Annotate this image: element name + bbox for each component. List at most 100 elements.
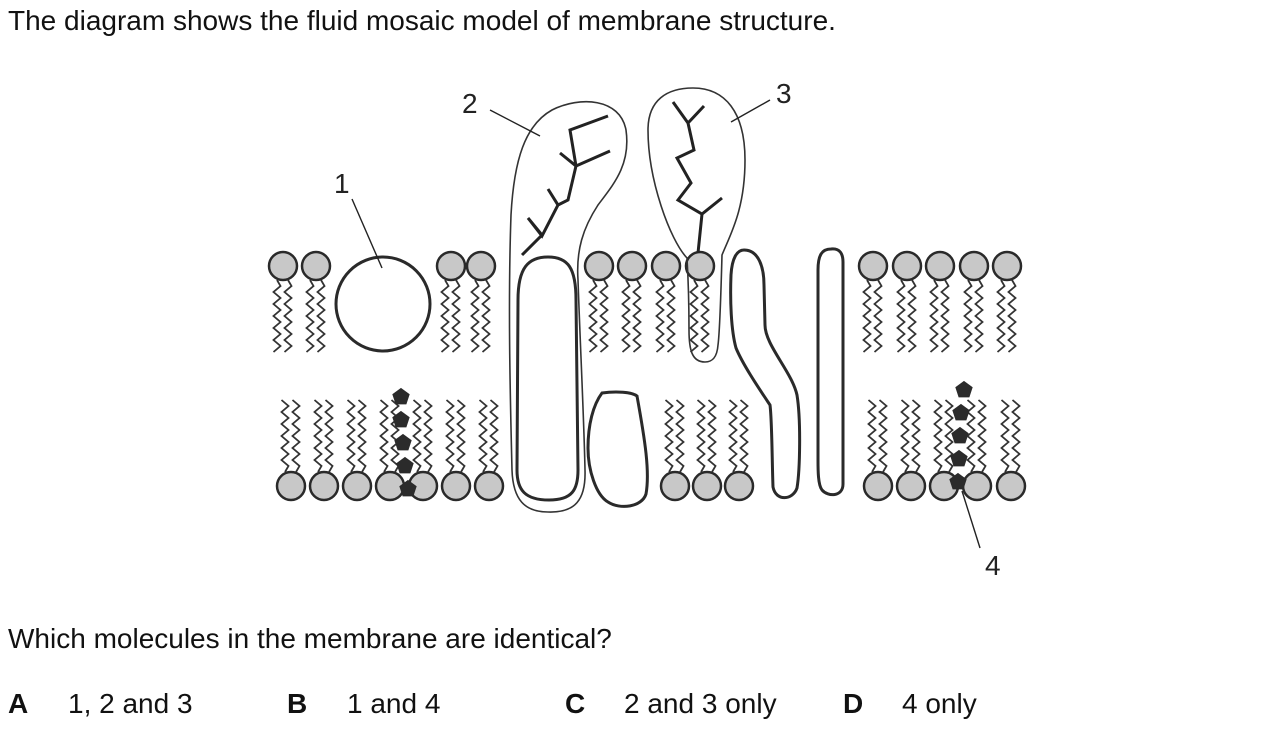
fatty-acid-tail bbox=[896, 279, 906, 353]
intro-text: The diagram shows the fluid mosaic model… bbox=[8, 5, 836, 36]
phospholipid bbox=[991, 250, 1023, 353]
phospholipid bbox=[891, 250, 923, 353]
steroid-ring bbox=[394, 433, 412, 451]
phosphate-head bbox=[465, 250, 497, 282]
fatty-acid-tail bbox=[357, 399, 367, 473]
phosphate-head bbox=[659, 470, 691, 502]
fatty-acid-tail bbox=[728, 399, 738, 473]
fatty-acid-tail bbox=[346, 399, 356, 473]
phospholipid bbox=[440, 399, 472, 502]
fatty-acid-tail bbox=[316, 279, 326, 353]
phospholipid bbox=[857, 250, 889, 353]
option-c-text[interactable]: 2 and 3 only bbox=[624, 688, 777, 719]
leader-line-4 bbox=[961, 490, 981, 549]
steroid-ring bbox=[951, 426, 969, 444]
fatty-acid-tail bbox=[974, 279, 984, 353]
fatty-acid-tail bbox=[929, 279, 939, 353]
steroid-ring bbox=[955, 380, 973, 398]
carbohydrate-chain-2 bbox=[520, 114, 611, 257]
fatty-acid-tail bbox=[963, 279, 973, 353]
option-b-letter[interactable]: B bbox=[287, 688, 308, 719]
fatty-acid-tail bbox=[739, 399, 749, 473]
fatty-acid-tail bbox=[478, 399, 488, 473]
option-a-text[interactable]: 1, 2 and 3 bbox=[68, 688, 193, 719]
fatty-acid-tail bbox=[283, 279, 293, 353]
phosphate-head bbox=[473, 470, 505, 502]
fatty-acid-tail bbox=[666, 279, 676, 353]
fatty-acid-tail bbox=[996, 279, 1006, 353]
steroid-ring bbox=[396, 456, 414, 474]
fatty-acid-tail bbox=[1000, 399, 1010, 473]
phosphate-head bbox=[300, 250, 332, 282]
fatty-acid-tail bbox=[911, 399, 921, 473]
phosphate-head bbox=[862, 470, 894, 502]
phosphate-head bbox=[891, 250, 923, 282]
fatty-acid-tail bbox=[440, 279, 450, 353]
phospholipid bbox=[862, 399, 894, 502]
phospholipid bbox=[341, 399, 373, 502]
fatty-acid-tail bbox=[489, 399, 499, 473]
phospholipid bbox=[895, 399, 927, 502]
phosphate-head bbox=[995, 470, 1027, 502]
phospholipid bbox=[924, 250, 956, 353]
fatty-acid-tail bbox=[933, 399, 943, 473]
phospholipid bbox=[659, 399, 691, 502]
fatty-acid-tail bbox=[867, 399, 877, 473]
steroid-ring bbox=[949, 472, 967, 490]
fatty-acid-tail bbox=[272, 279, 282, 353]
steroid-ring bbox=[392, 410, 410, 428]
fatty-acid-tail bbox=[445, 399, 455, 473]
fatty-acid-tail bbox=[878, 399, 888, 473]
phosphate-head bbox=[308, 470, 340, 502]
fatty-acid-tail bbox=[940, 279, 950, 353]
phospholipid bbox=[465, 250, 497, 353]
phospholipid bbox=[308, 399, 340, 502]
option-d-text[interactable]: 4 only bbox=[902, 688, 977, 719]
fatty-acid-tail bbox=[324, 399, 334, 473]
fatty-acid-tail bbox=[481, 279, 491, 353]
glycoprotein-2-outline bbox=[508, 100, 628, 513]
fatty-acid-tail bbox=[599, 279, 609, 353]
label-4: 4 bbox=[985, 550, 1001, 581]
label-2: 2 bbox=[462, 88, 478, 119]
fatty-acid-tail bbox=[632, 279, 642, 353]
option-b-text[interactable]: 1 and 4 bbox=[347, 688, 441, 719]
option-c-letter[interactable]: C bbox=[565, 688, 586, 719]
small-protein bbox=[586, 390, 649, 508]
phosphate-head bbox=[723, 470, 755, 502]
phosphate-head bbox=[650, 250, 682, 282]
leader-line-2 bbox=[489, 109, 541, 137]
phospholipid bbox=[267, 250, 299, 353]
phosphate-head bbox=[684, 250, 716, 282]
integral-protein-2 bbox=[515, 255, 580, 502]
fatty-acid-tail bbox=[873, 279, 883, 353]
phospholipid bbox=[300, 250, 332, 353]
phosphate-head bbox=[924, 250, 956, 282]
phosphate-head bbox=[691, 470, 723, 502]
fatty-acid-tail bbox=[456, 399, 466, 473]
phosphate-head bbox=[440, 470, 472, 502]
inner-phospholipid-layer bbox=[275, 399, 1027, 502]
fatty-acid-tail bbox=[313, 399, 323, 473]
phosphate-head bbox=[991, 250, 1023, 282]
fatty-acid-tail bbox=[675, 399, 685, 473]
phospholipid bbox=[691, 399, 723, 502]
fatty-acid-tail bbox=[977, 399, 987, 473]
fatty-acid-tail bbox=[280, 399, 290, 473]
phospholipid bbox=[995, 399, 1027, 502]
outer-phospholipid-layer bbox=[267, 250, 1023, 353]
fatty-acid-tail bbox=[944, 399, 954, 473]
fatty-acid-tail bbox=[390, 399, 400, 473]
steroid-ring bbox=[392, 387, 410, 405]
phospholipid bbox=[616, 250, 648, 353]
steroid-ring bbox=[952, 403, 970, 421]
fatty-acid-tail bbox=[700, 279, 710, 353]
option-d-letter[interactable]: D bbox=[843, 688, 864, 719]
option-a-letter[interactable]: A bbox=[8, 688, 29, 719]
phosphate-head bbox=[435, 250, 467, 282]
answer-options: A 1, 2 and 3 B 1 and 4 C 2 and 3 only D … bbox=[0, 688, 1287, 732]
label-1: 1 bbox=[334, 168, 350, 199]
phosphate-head bbox=[616, 250, 648, 282]
phospholipid bbox=[684, 250, 716, 353]
